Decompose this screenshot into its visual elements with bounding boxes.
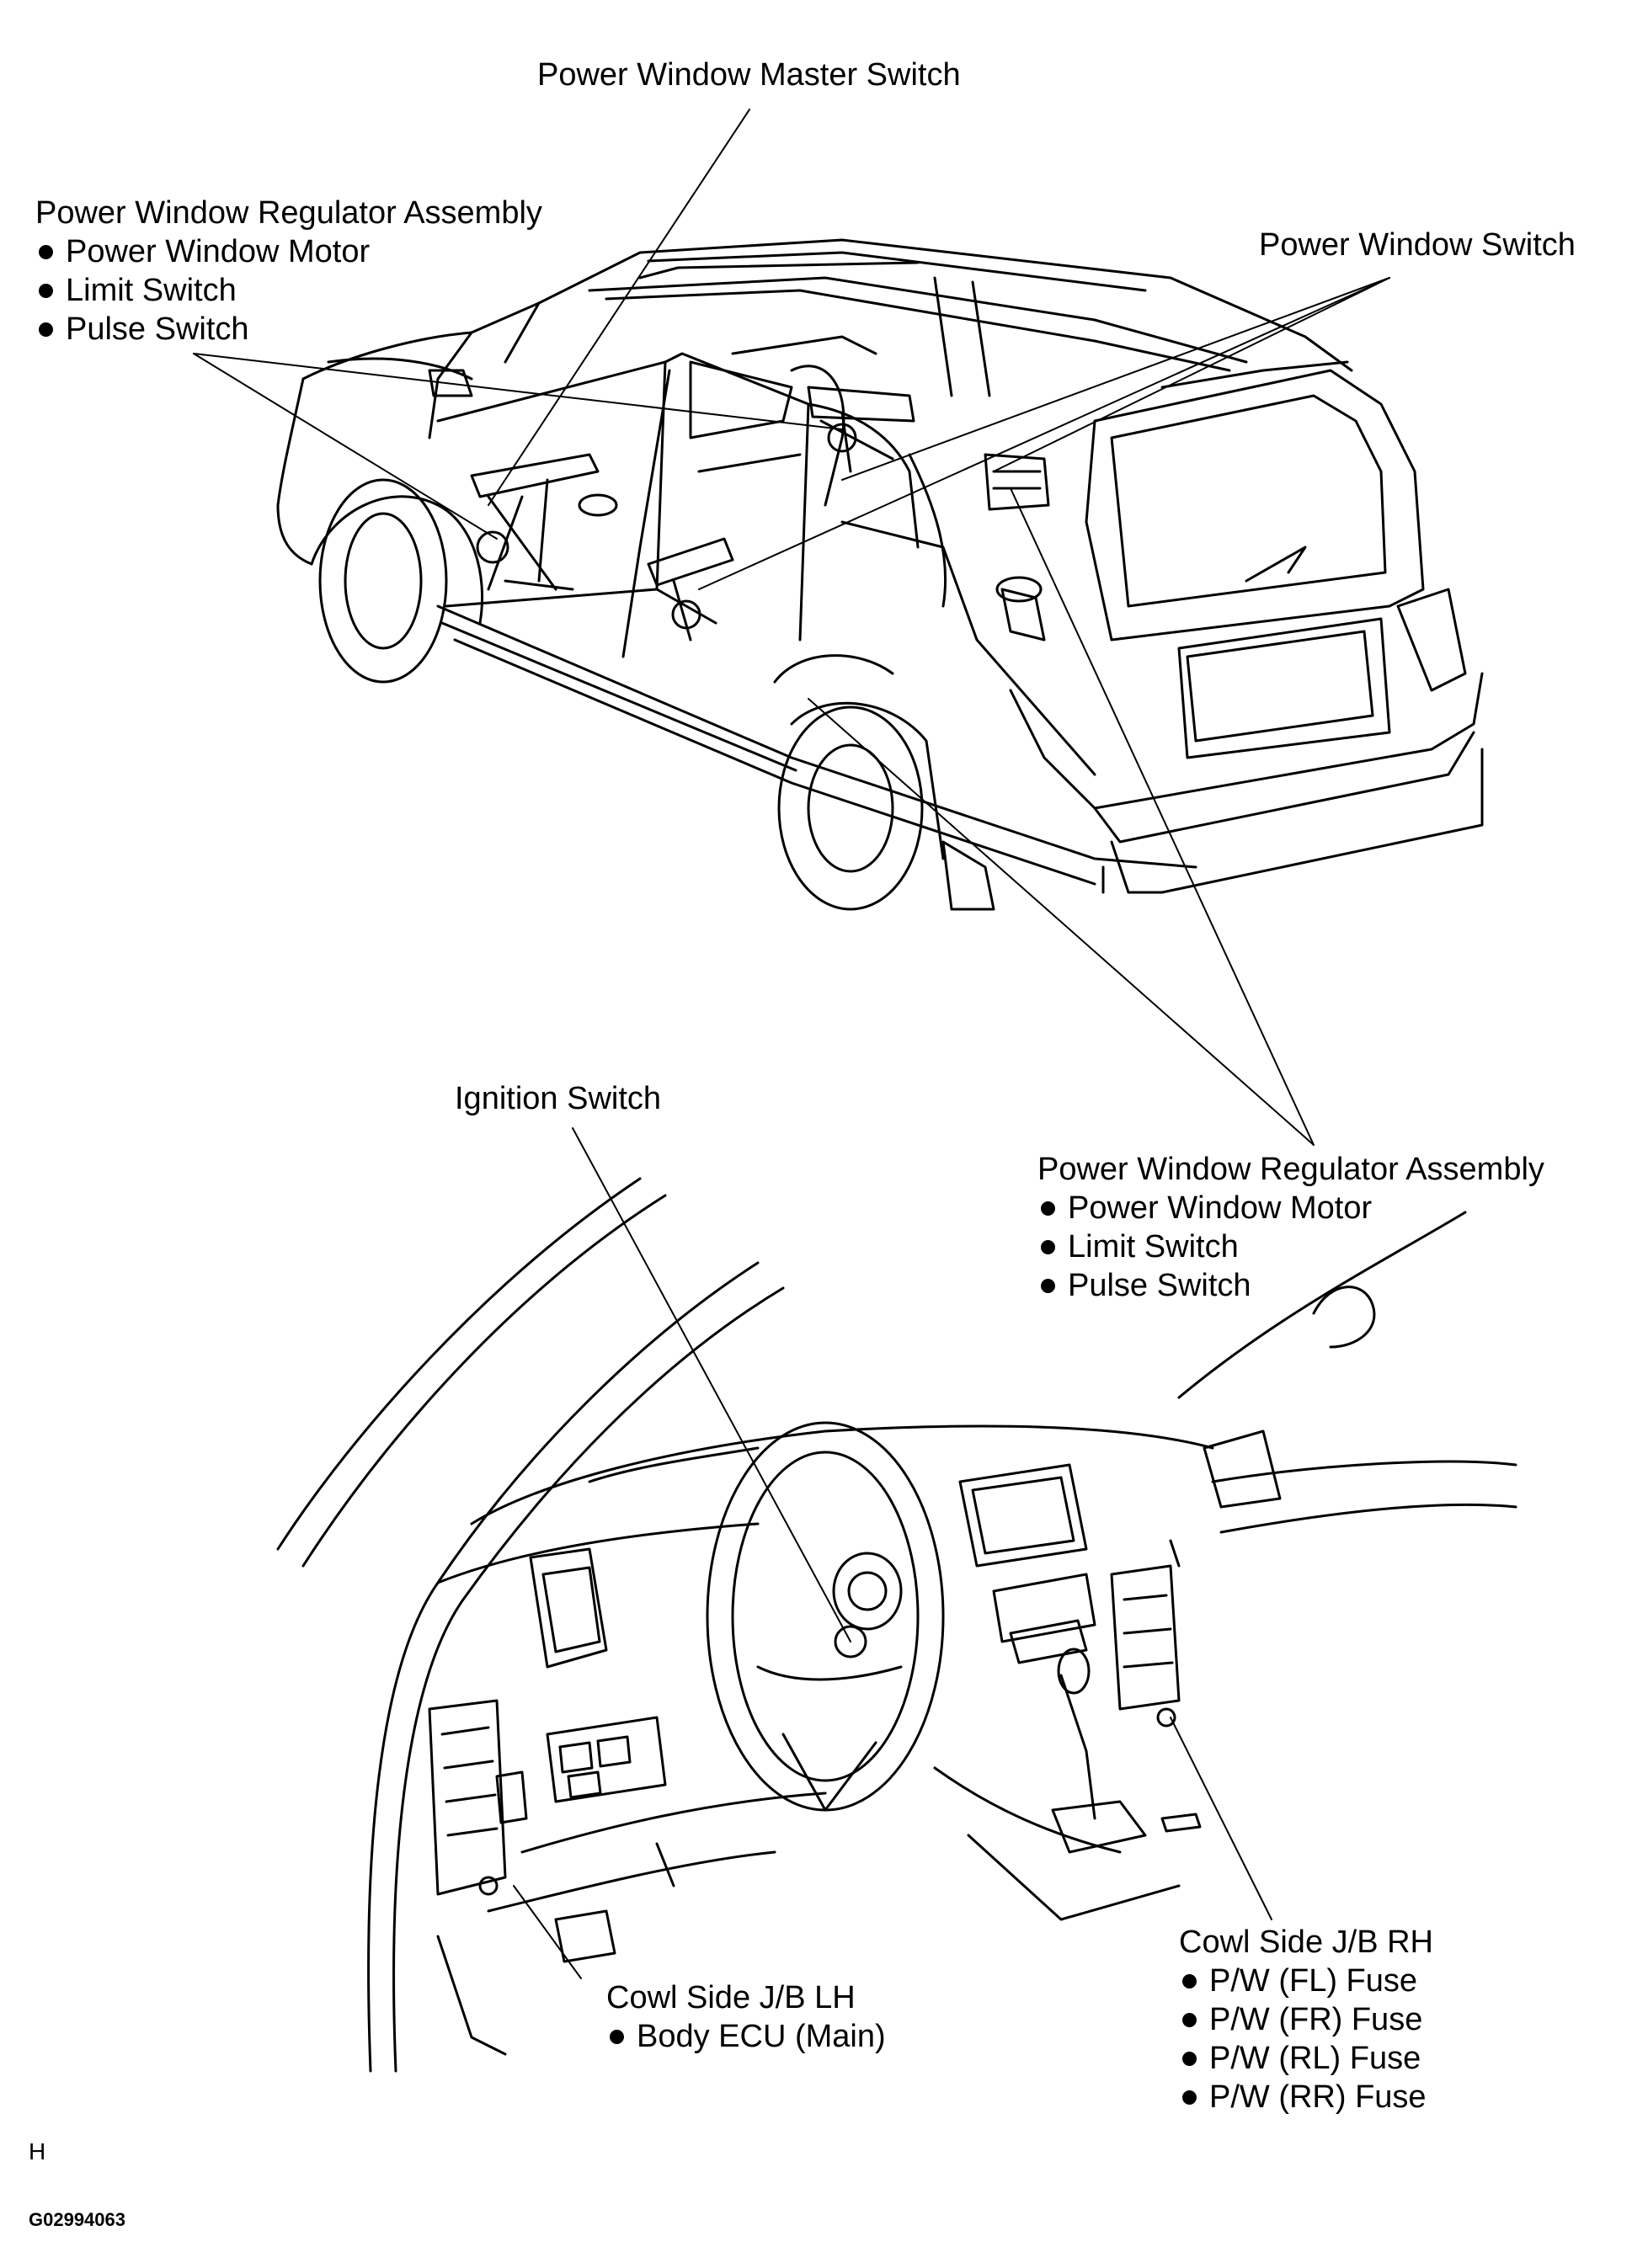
regulator-left-list: Power Window Motor Limit Switch Pulse Sw… (35, 232, 542, 349)
label-regulator-assembly-left: Power Window Regulator Assembly Power Wi… (35, 194, 542, 349)
list-item: Pulse Switch (35, 310, 542, 349)
view-code: H (29, 2138, 46, 2164)
label-ignition-switch: Ignition Switch (455, 1081, 662, 1116)
rear-right-regulator (984, 453, 1050, 511)
figure-id: G02994063 (29, 2209, 125, 2230)
list-item: Power Window Motor (35, 232, 542, 271)
label-cowl-side-jb-lh: Cowl Side J/B LH Body ECU (Main) (606, 1978, 886, 2056)
regulator-right-title: Power Window Regulator Assembly (1037, 1152, 1544, 1187)
dashboard-illustration (276, 1177, 1517, 2073)
cowl-lh-list: Body ECU (Main) (606, 2017, 886, 2056)
list-item: Body ECU (Main) (606, 2017, 886, 2056)
rear-door-regulator (647, 537, 734, 642)
steering-wheel (706, 1421, 945, 1812)
leader-lines (193, 109, 1390, 1979)
list-item: Power Window Motor (1037, 1189, 1544, 1227)
regulator-right-list: Power Window Motor Limit Switch Pulse Sw… (1037, 1189, 1544, 1305)
vehicle-illustration (276, 238, 1484, 911)
regulator-left-title: Power Window Regulator Assembly (35, 195, 542, 231)
label-power-window-switch: Power Window Switch (1259, 227, 1576, 263)
list-item: Pulse Switch (1037, 1266, 1544, 1305)
list-item: P/W (FR) Fuse (1179, 2000, 1433, 2039)
list-item: P/W (FL) Fuse (1179, 1962, 1433, 2000)
cowl-rh-title: Cowl Side J/B RH (1179, 1925, 1433, 1960)
label-cowl-side-jb-rh: Cowl Side J/B RH P/W (FL) Fuse P/W (FR) … (1179, 1923, 1433, 2116)
rear-left-regulator (807, 386, 915, 473)
cowl-lh-title: Cowl Side J/B LH (606, 1980, 856, 2015)
list-item: P/W (RR) Fuse (1179, 2078, 1433, 2116)
list-item: Limit Switch (1037, 1227, 1544, 1266)
cowl-rh-list: P/W (FL) Fuse P/W (FR) Fuse P/W (RL) Fus… (1179, 1962, 1433, 2116)
label-regulator-assembly-right: Power Window Regulator Assembly Power Wi… (1037, 1150, 1544, 1305)
front-door-regulator (470, 453, 600, 591)
cowl-side-jb-lh (428, 1699, 528, 1896)
list-item: P/W (RL) Fuse (1179, 2039, 1433, 2078)
cowl-side-jb-rh (1110, 1539, 1181, 1728)
list-item: Limit Switch (35, 271, 542, 310)
label-power-window-master-switch: Power Window Master Switch (537, 57, 961, 93)
